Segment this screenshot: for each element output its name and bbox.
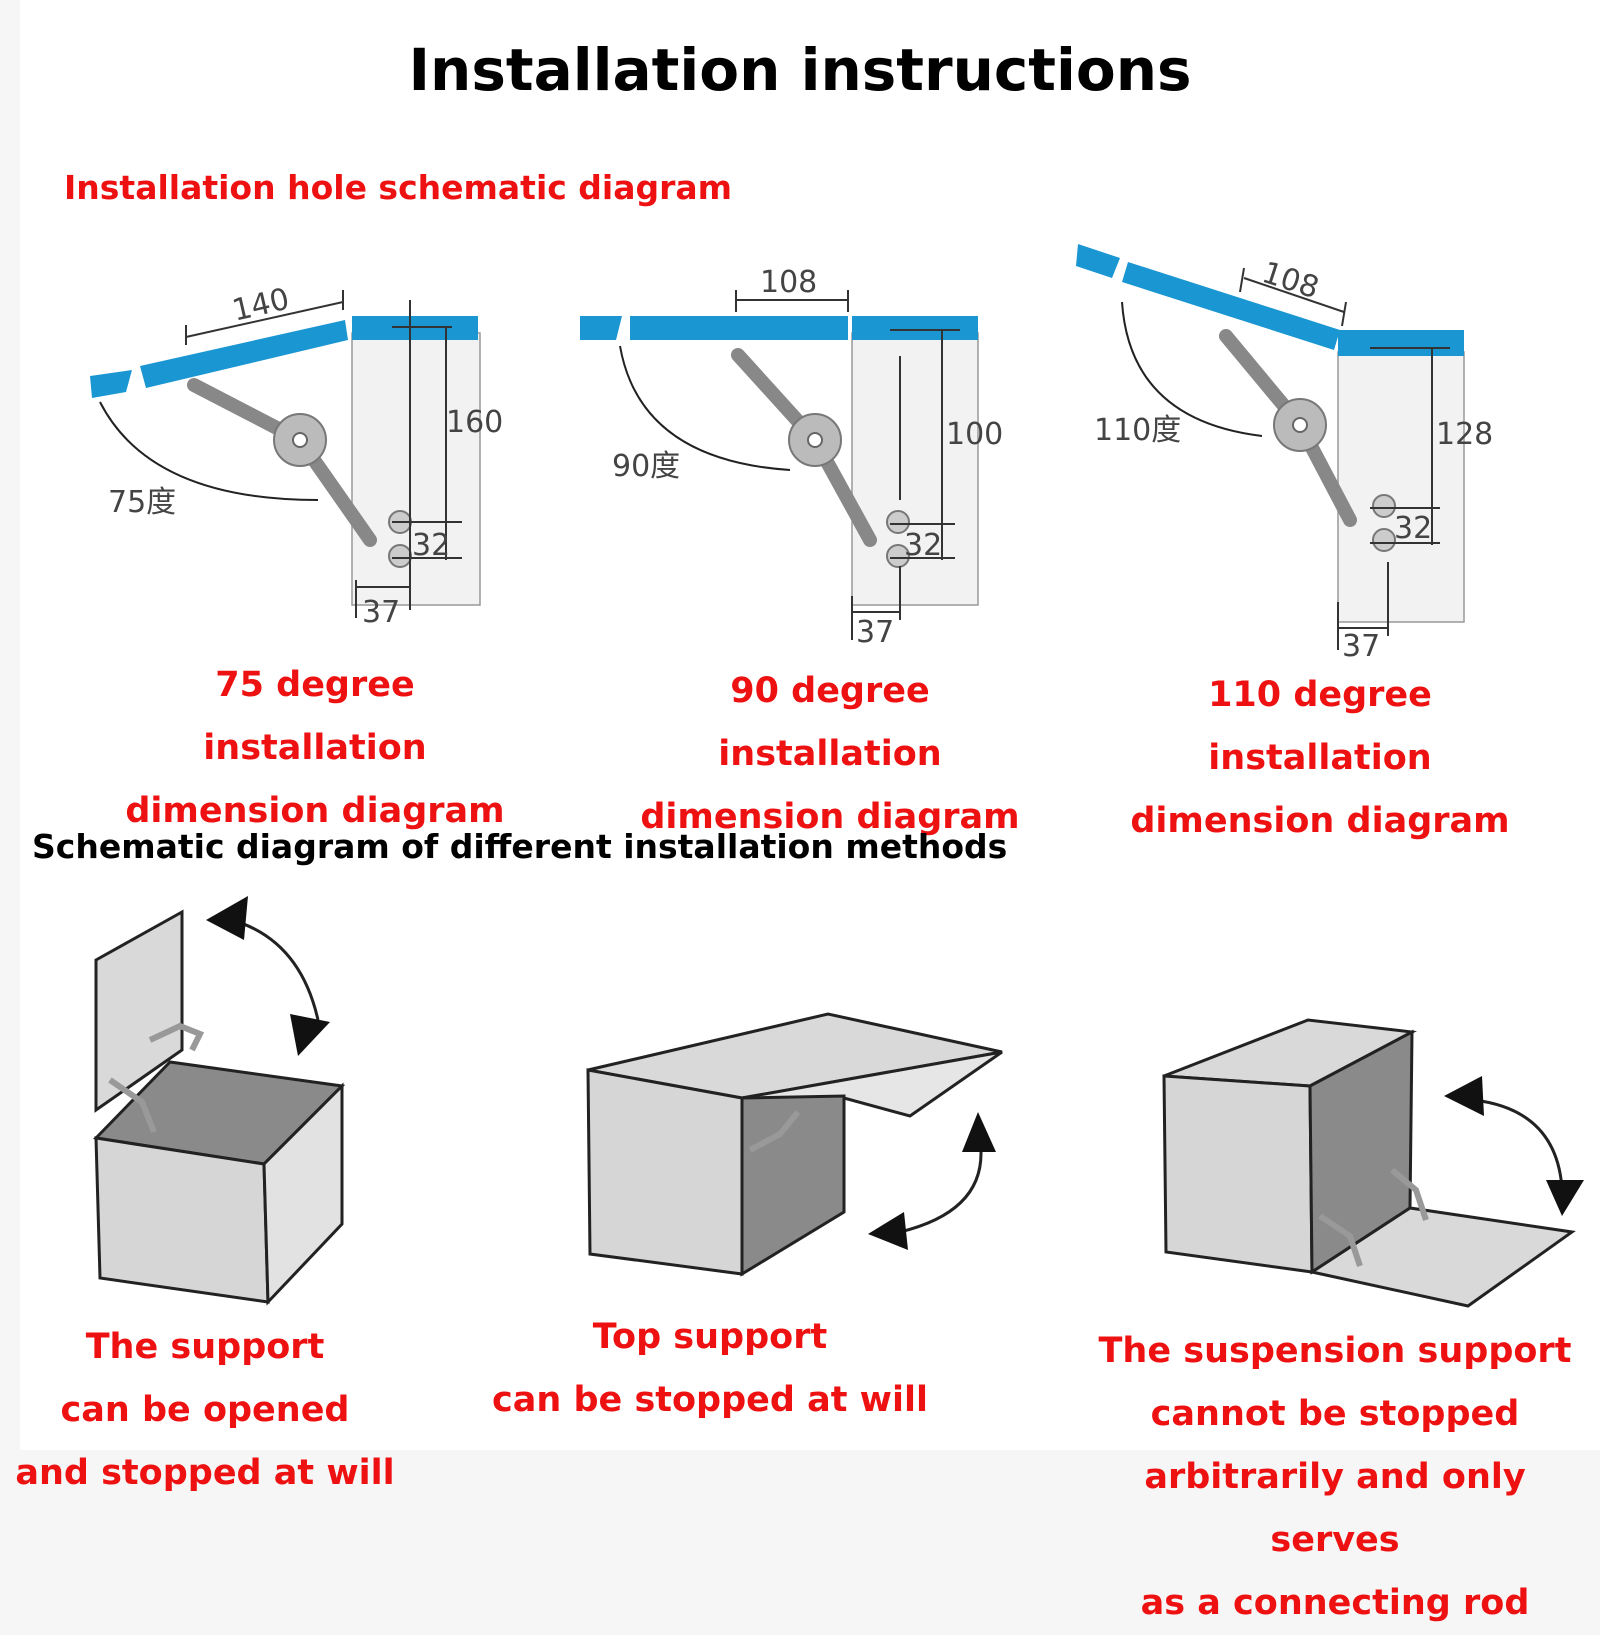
caption-method-2: Top support can be stopped at will — [490, 1306, 930, 1432]
caption-method-3-line1: The suspension support — [1098, 1331, 1572, 1371]
caption-75-line1: 75 degree installation — [203, 665, 427, 768]
caption-method-1-line1: The support — [85, 1327, 325, 1367]
dim-hole-110: 32 — [1394, 511, 1432, 546]
diagram-110-degree: 108 128 32 37 110度 — [1076, 244, 1493, 664]
caption-method-2-line1: Top support — [592, 1317, 828, 1357]
caption-75-degree: 75 degree installation dimension diagram — [100, 654, 530, 843]
caption-method-1: The support can be opened and stopped at… — [0, 1316, 410, 1505]
caption-110-line1: 110 degree installation — [1208, 675, 1432, 778]
caption-75-line2: dimension diagram — [125, 791, 505, 831]
caption-method-2-line2: can be stopped at will — [492, 1380, 928, 1420]
caption-90-line1: 90 degree installation — [718, 671, 942, 774]
caption-method-3-line4: as a connecting rod — [1140, 1583, 1530, 1623]
dim-hole-75: 32 — [412, 528, 450, 563]
dim-offset-75: 37 — [362, 595, 400, 630]
dim-height-75: 160 — [446, 405, 503, 440]
method-suspension-illustration — [1162, 1018, 1584, 1308]
caption-method-3-line2: cannot be stopped — [1150, 1394, 1520, 1434]
angle-label-75: 75度 — [108, 485, 176, 520]
caption-method-3: The suspension support cannot be stopped… — [1080, 1320, 1590, 1635]
caption-method-1-line3: and stopped at will — [15, 1453, 395, 1493]
dim-hole-90: 32 — [904, 528, 942, 563]
caption-90-degree: 90 degree installation dimension diagram — [615, 660, 1045, 849]
caption-110-degree: 110 degree installation dimension diagra… — [1095, 664, 1545, 853]
angle-label-90: 90度 — [612, 449, 680, 484]
caption-90-line2: dimension diagram — [640, 797, 1020, 837]
section-heading-holes: Installation hole schematic diagram — [64, 168, 733, 207]
caption-method-3-line3: arbitrarily and only serves — [1144, 1457, 1526, 1560]
page-title: Installation instructions — [408, 36, 1192, 104]
dim-height-90: 100 — [946, 417, 1003, 452]
dim-offset-90: 37 — [856, 615, 894, 650]
diagram-90-degree: 108 100 32 37 90度 — [580, 265, 1003, 650]
caption-method-1-line2: can be opened — [60, 1390, 350, 1430]
diagram-75-degree: 140 160 32 37 75度 — [90, 282, 503, 630]
angle-label-110: 110度 — [1094, 413, 1181, 448]
dim-offset-110: 37 — [1342, 629, 1380, 664]
method-top-support-illustration — [586, 1012, 1003, 1277]
dim-top-90: 108 — [760, 265, 817, 300]
caption-110-line2: dimension diagram — [1130, 801, 1510, 841]
dim-height-110: 128 — [1436, 417, 1493, 452]
method-flap-up-illustration — [92, 896, 346, 1306]
section-heading-methods: Schematic diagram of different installat… — [32, 827, 1008, 866]
